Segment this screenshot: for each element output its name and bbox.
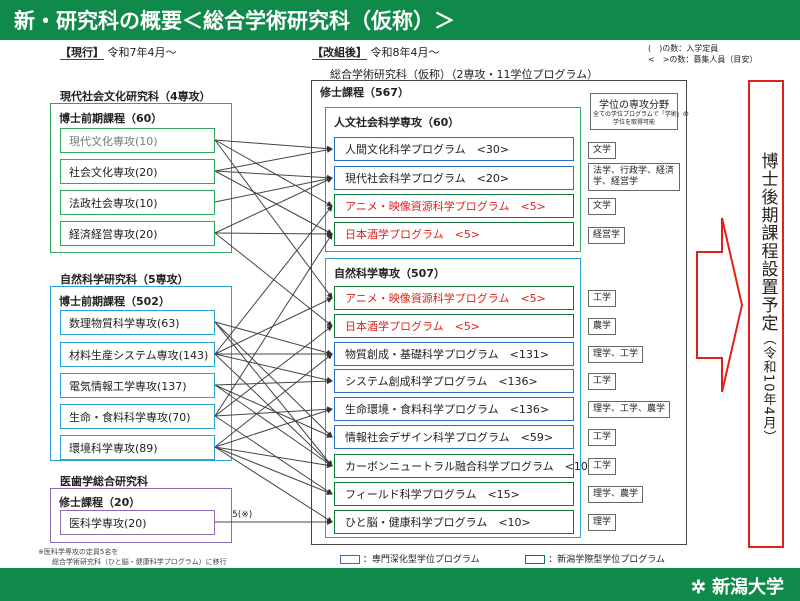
school2-course: 博士前期課程（502）: [59, 295, 170, 308]
capacity-note: ( )の数：入学定員 < >の数：募集人員（目安）: [648, 44, 758, 64]
field-tag: 理学、工学、農学: [588, 401, 671, 418]
transfer-label: 5(※): [232, 510, 253, 520]
school3-name: 医歯学総合研究科: [60, 475, 148, 488]
page-title: 新・研究科の概要＜総合学術研究科（仮称）＞: [14, 9, 455, 33]
field-header: 学位の専攻分野 全ての学位プログラムで「学術」の 学位を取得可能: [590, 93, 689, 130]
program-human-culture: 人間文化科学プログラム <30>: [334, 137, 574, 161]
current-item-6: 材料生産システム専攻(143): [60, 342, 215, 367]
program-anime-2: アニメ・映像資源科学プログラム <5>: [334, 286, 574, 310]
current-item-5: 数理物質科学専攻(63): [60, 310, 215, 335]
legend: ：専門深化型学位プログラム ：新潟学際型学位プログラム: [340, 552, 665, 565]
program-sake-1: 日本酒学プログラム <5>: [334, 222, 574, 246]
program-systems: システム創成科学プログラム <136>: [334, 369, 574, 393]
footer-bar: ✲新潟大学: [0, 568, 800, 601]
phd-plan-text: 博士後期課程設置予定（令和10年4月）: [757, 152, 778, 444]
field-tag: 文学: [588, 198, 617, 215]
field-tag: 理学、農学: [588, 486, 644, 503]
after-course: 修士課程（567）: [320, 86, 409, 99]
legend-green-swatch: [525, 555, 546, 564]
program-brain-health: ひと脳・健康科学プログラム <10>: [334, 510, 574, 534]
major2-name: 自然科学専攻（507）: [334, 267, 445, 280]
program-social-science: 現代社会科学プログラム <20>: [334, 166, 574, 190]
phd-plan-box: 博士後期課程設置予定（令和10年4月）: [748, 80, 784, 548]
after-label: 【改組後】 令和8年4月～: [312, 46, 440, 60]
current-item-7: 電気情報工学専攻(137): [60, 373, 215, 398]
program-materials: 物質創成・基礎科学プログラム <131>: [334, 342, 574, 366]
legend-blue-swatch: [340, 555, 360, 564]
program-field: フィールド科学プログラム <15>: [334, 482, 574, 506]
field-tag: 工学: [588, 290, 617, 307]
field-tag: 工学: [588, 458, 617, 475]
program-carbon: カーボンニュートラル融合科学プログラム <10>: [334, 454, 597, 478]
program-info-design: 情報社会デザイン科学プログラム <59>: [334, 425, 574, 449]
field-tag: 文学: [588, 142, 617, 159]
current-item-1: 現代文化専攻(10): [60, 128, 215, 153]
field-tag: 工学: [588, 373, 617, 390]
program-sake-2: 日本酒学プログラム <5>: [334, 314, 574, 338]
current-item-2: 社会文化専攻(20): [60, 159, 215, 184]
field-tag: 経営学: [588, 227, 626, 244]
transfer-note: ※医科学専攻の定員5名を 総合学術研究科（ひと脳・健康科学プログラム）に移行: [38, 548, 227, 566]
current-label: 【現行】 令和7年4月～: [60, 46, 177, 60]
field-tag: 理学: [588, 514, 617, 531]
program-life-env: 生命環境・食料科学プログラム <136>: [334, 397, 574, 421]
current-item-9: 環境科学専攻(89): [60, 435, 215, 460]
program-anime-1: アニメ・映像資源科学プログラム <5>: [334, 194, 574, 218]
university-logo: ✲新潟大学: [690, 577, 784, 598]
university-emblem-icon: ✲: [690, 577, 706, 598]
school1-course: 博士前期課程（60）: [59, 112, 163, 125]
current-item-10: 医科学専攻(20): [60, 510, 215, 535]
current-item-4: 経済経営専攻(20): [60, 221, 215, 246]
field-tag: 法学、行政学、経済学、経営学: [588, 163, 680, 191]
current-item-3: 法政社会専攻(10): [60, 190, 215, 215]
header-bar: 新・研究科の概要＜総合学術研究科（仮称）＞: [0, 0, 800, 40]
field-tag: 工学: [588, 429, 617, 446]
field-tag: 理学、工学: [588, 346, 644, 363]
major1-name: 人文社会科学専攻（60）: [334, 116, 460, 129]
field-tag: 農学: [588, 318, 617, 335]
school3-course: 修士課程（20）: [59, 496, 141, 509]
current-item-8: 生命・食料科学専攻(70): [60, 404, 215, 429]
